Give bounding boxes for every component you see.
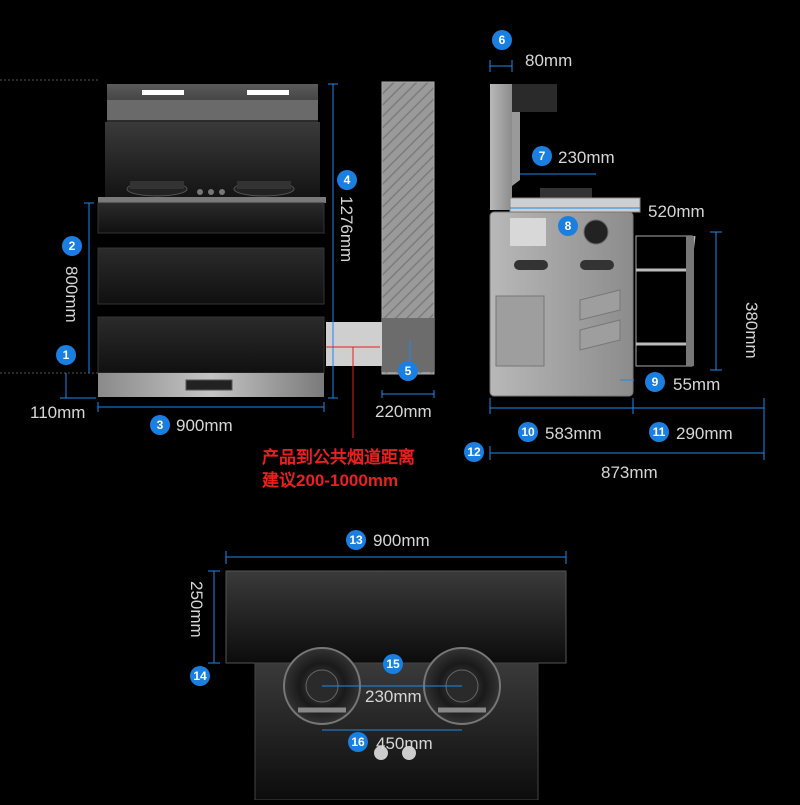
- side-badge-10: 10: [518, 422, 538, 442]
- top-badge-15: 15: [383, 654, 403, 674]
- countertop: [98, 197, 326, 203]
- duct-pipe: [326, 322, 382, 366]
- side-view: 6 7 8 9 10 11 12 80mm 230mm 520mm 380mm …: [464, 30, 765, 482]
- front-badge-3: 3: [150, 415, 170, 435]
- svg-text:9: 9: [652, 375, 659, 389]
- front-badge-2: 2: [62, 236, 82, 256]
- side-panel: [510, 218, 546, 246]
- svg-text:15: 15: [386, 657, 400, 671]
- label-cooktop-depth: 520mm: [648, 202, 705, 221]
- side-counter: [509, 197, 641, 213]
- label-burner-spacing: 230mm: [365, 687, 422, 706]
- side-burner: [540, 188, 592, 198]
- note-line2: 建议200-1000mm: [262, 470, 398, 490]
- front-burners: [126, 181, 295, 197]
- svg-text:1: 1: [63, 348, 70, 362]
- side-badge-8: 8: [558, 216, 578, 236]
- hood-light-left: [142, 90, 184, 95]
- svg-text:16: 16: [351, 735, 365, 749]
- side-drawer: [635, 235, 693, 367]
- side-dims: [489, 60, 765, 460]
- svg-text:4: 4: [344, 173, 351, 187]
- top-badge-16: 16: [348, 732, 368, 752]
- control-panel: [97, 202, 325, 234]
- top-hood-panel: [225, 570, 567, 664]
- side-badge-11: 11: [649, 422, 669, 442]
- side-fan: [583, 219, 609, 245]
- front-badge-5: 5: [398, 361, 418, 381]
- label-cabinet-height: 800mm: [62, 266, 81, 323]
- drawer-upper: [97, 247, 325, 305]
- hood-light-right: [247, 90, 289, 95]
- svg-text:10: 10: [521, 425, 535, 439]
- label-drawer-pull: 290mm: [676, 424, 733, 443]
- svg-text:11: 11: [653, 425, 666, 439]
- svg-text:14: 14: [193, 669, 207, 683]
- front-view: 1 2 3 4 5 110mm 900mm 220mm 800mm 1276mm…: [0, 79, 435, 490]
- label-hood-gap: 230mm: [558, 148, 615, 167]
- side-hood-top: [512, 84, 557, 112]
- side-badge-7: 7: [532, 146, 552, 166]
- side-badge-9: 9: [645, 372, 665, 392]
- side-badge-6: 6: [492, 30, 512, 50]
- svg-text:12: 12: [467, 445, 481, 459]
- top-view: 13 14 15 16 900mm 250mm 230mm 450mm: [187, 530, 567, 801]
- svg-text:13: 13: [349, 533, 363, 547]
- label-knob-spacing: 450mm: [376, 734, 433, 753]
- label-top-width: 900mm: [373, 531, 430, 550]
- svg-text:7: 7: [539, 149, 546, 163]
- front-badge-1: 1: [56, 345, 76, 365]
- svg-text:5: 5: [405, 364, 412, 378]
- side-hood-back: [490, 84, 512, 210]
- label-total-height: 1276mm: [337, 196, 356, 262]
- svg-text:3: 3: [157, 418, 164, 432]
- label-top-depth: 250mm: [187, 581, 206, 638]
- label-hood-depth: 80mm: [525, 51, 572, 70]
- label-duct: 220mm: [375, 402, 432, 421]
- top-knob-right: [402, 746, 416, 760]
- top-badge-13: 13: [346, 530, 366, 550]
- label-drawer-gap: 55mm: [673, 375, 720, 394]
- base-vent: [185, 379, 233, 391]
- drawer-lower: [97, 316, 325, 374]
- label-base-height: 110mm: [30, 403, 85, 422]
- svg-text:2: 2: [69, 239, 76, 253]
- label-total-depth: 873mm: [601, 463, 658, 482]
- svg-text:6: 6: [499, 33, 506, 47]
- top-knob-left: [374, 746, 388, 760]
- side-badge-12: 12: [464, 442, 484, 462]
- front-badge-4: 4: [337, 170, 357, 190]
- hood-steel: [107, 100, 318, 120]
- label-width: 900mm: [176, 416, 233, 435]
- label-cabinet-depth: 583mm: [545, 424, 602, 443]
- top-badge-14: 14: [190, 666, 210, 686]
- svg-text:8: 8: [565, 219, 572, 233]
- note-line1: 产品到公共烟道距离: [262, 447, 415, 467]
- label-drawer-height: 380mm: [742, 302, 761, 359]
